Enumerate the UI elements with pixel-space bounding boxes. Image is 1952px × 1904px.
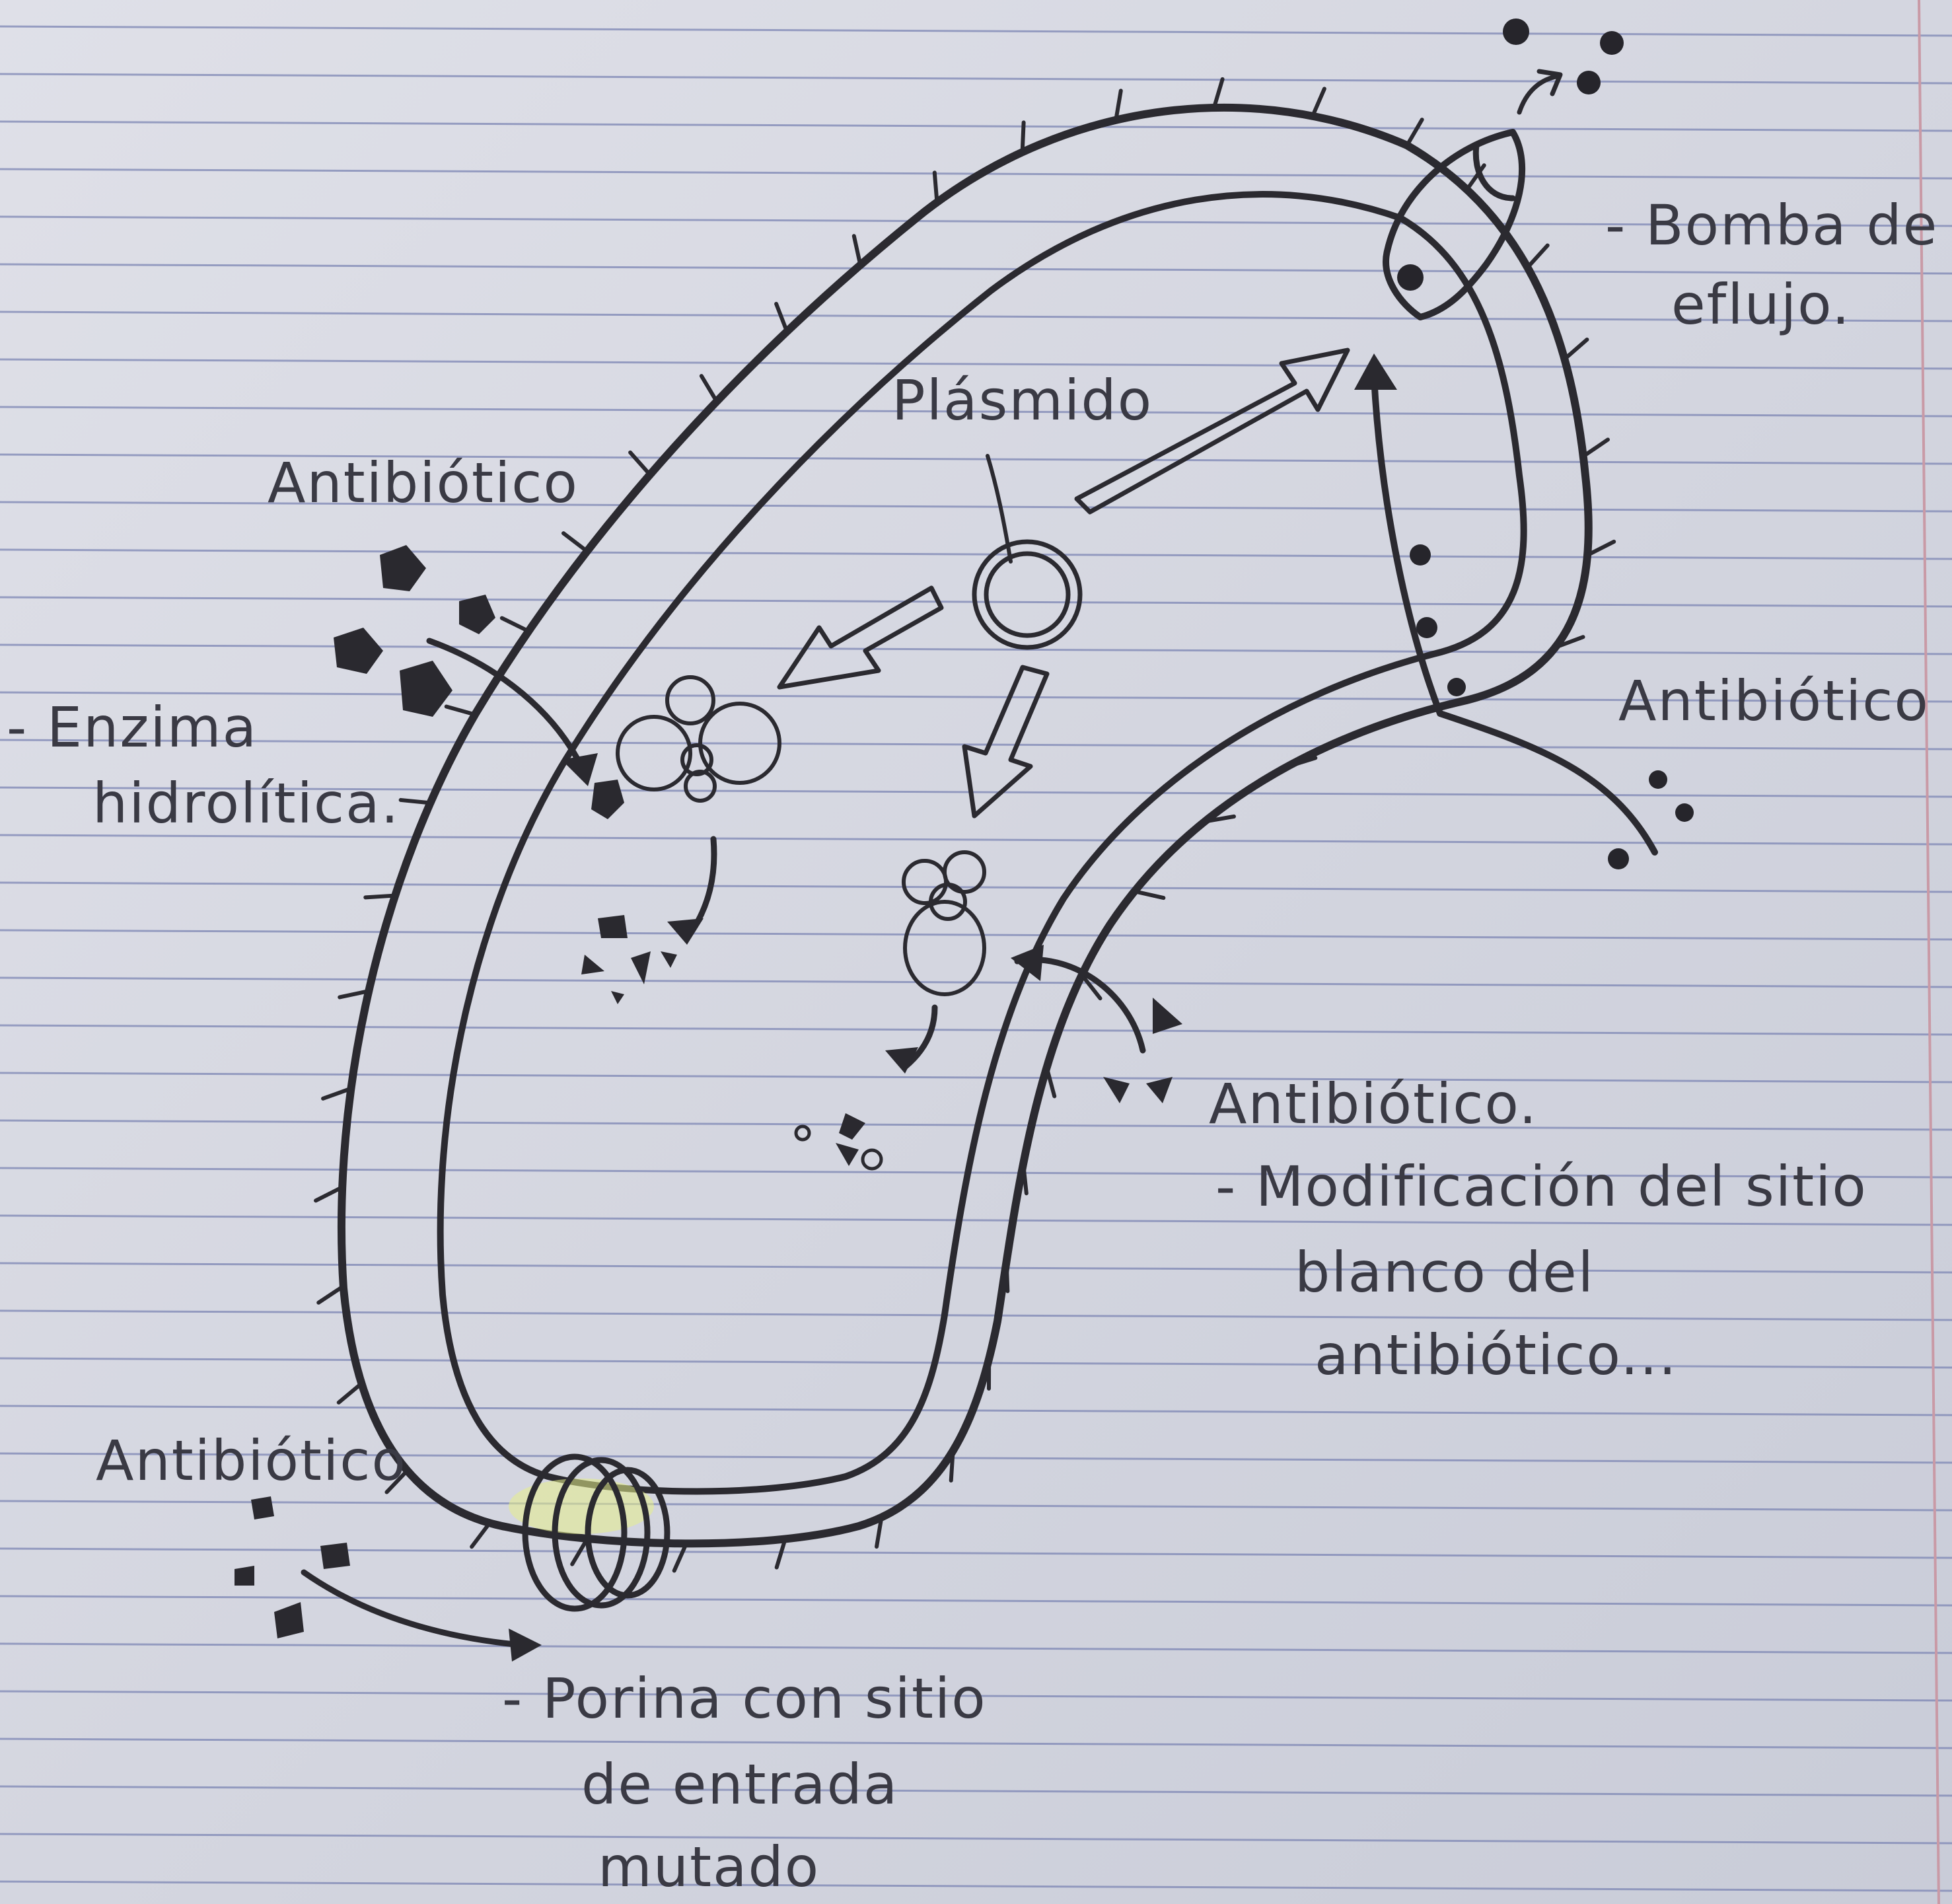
efflux-arrow-head xyxy=(1354,353,1397,390)
rule-line xyxy=(0,1311,1952,1320)
label-efflux-line1: - Bomba de xyxy=(1605,193,1938,258)
surface-spike xyxy=(365,896,395,898)
surface-spike xyxy=(674,1543,686,1570)
rule-line xyxy=(0,1882,1952,1891)
rule-line xyxy=(0,264,1952,274)
rule-line xyxy=(0,1834,1952,1843)
label-target-mod-line1: - Modificación del sitio xyxy=(1215,1154,1867,1219)
ribosome-target-icon xyxy=(904,852,984,994)
surface-spike xyxy=(1134,891,1163,898)
rule-line xyxy=(0,1025,1952,1035)
surface-spike xyxy=(339,1383,362,1403)
label-porin-line3: mutado xyxy=(598,1835,820,1899)
surface-spike xyxy=(776,304,787,332)
surface-spike xyxy=(563,533,587,551)
label-plasmid: Plásmido xyxy=(892,368,1153,433)
surface-spike xyxy=(472,1523,489,1547)
rule-line xyxy=(0,312,1952,321)
surface-spike xyxy=(1007,1261,1008,1291)
surface-spike xyxy=(1407,120,1422,145)
label-antibiotic-mid: Antibiótico. xyxy=(1209,1072,1538,1136)
surface-spike xyxy=(1047,1068,1055,1096)
rule-line xyxy=(0,1501,1952,1510)
label-porin-line2: de entrada xyxy=(581,1752,898,1817)
modified-target-particles xyxy=(796,1113,881,1169)
rule-line xyxy=(0,1786,1952,1796)
surface-spike xyxy=(935,172,937,202)
rule-line xyxy=(0,1644,1952,1653)
rule-line xyxy=(0,1549,1952,1558)
rule-line xyxy=(0,74,1952,83)
plasmid-icon xyxy=(974,456,1080,647)
margin-line xyxy=(1919,0,1939,1904)
surface-spike xyxy=(1564,340,1587,359)
surface-spike xyxy=(401,800,431,803)
degraded-antibiotic-fragments xyxy=(581,915,677,1004)
label-porin-line1: - Porina con sitio xyxy=(502,1666,987,1731)
rule-line xyxy=(0,1596,1952,1605)
surface-spike xyxy=(1313,89,1324,116)
label-enzyme-line1: - Enzima xyxy=(7,695,258,760)
label-target-mod-line3: antibiótico... xyxy=(1315,1323,1678,1387)
rule-line xyxy=(0,550,1952,559)
label-efflux-line2: eflujo. xyxy=(1671,272,1851,337)
rule-line xyxy=(0,645,1952,654)
antibiotic-molecules-bottom xyxy=(235,1496,350,1638)
label-antibiotic-topleft: Antibiótico xyxy=(268,451,579,515)
rule-line xyxy=(0,835,1952,844)
rule-line xyxy=(0,1073,1952,1082)
label-enzyme-line2: hidrolítica. xyxy=(92,771,400,836)
surface-spike xyxy=(630,453,650,475)
surface-spike xyxy=(854,236,861,265)
surface-spike xyxy=(447,706,475,714)
surface-spike xyxy=(1023,122,1024,152)
surface-spike xyxy=(502,618,528,632)
surface-spike xyxy=(951,1451,953,1481)
surface-spike xyxy=(1583,439,1608,456)
rule-line xyxy=(0,1263,1952,1272)
surface-spike xyxy=(702,376,717,402)
rule-line xyxy=(0,1739,1952,1748)
rule-line xyxy=(0,930,1952,939)
label-antibiotic-right: Antibiótico xyxy=(1618,669,1930,733)
porin-entry-arrow xyxy=(304,1572,522,1645)
label-target-mod-line2: blanco del xyxy=(1295,1240,1595,1305)
rule-line xyxy=(0,359,1952,369)
rule-line xyxy=(0,122,1952,131)
label-antibiotic-bottom: Antibiótico xyxy=(96,1428,407,1493)
rule-line xyxy=(0,26,1952,36)
surface-spike xyxy=(1214,79,1223,108)
surface-spike xyxy=(318,1286,343,1303)
surface-spike xyxy=(1527,245,1547,267)
